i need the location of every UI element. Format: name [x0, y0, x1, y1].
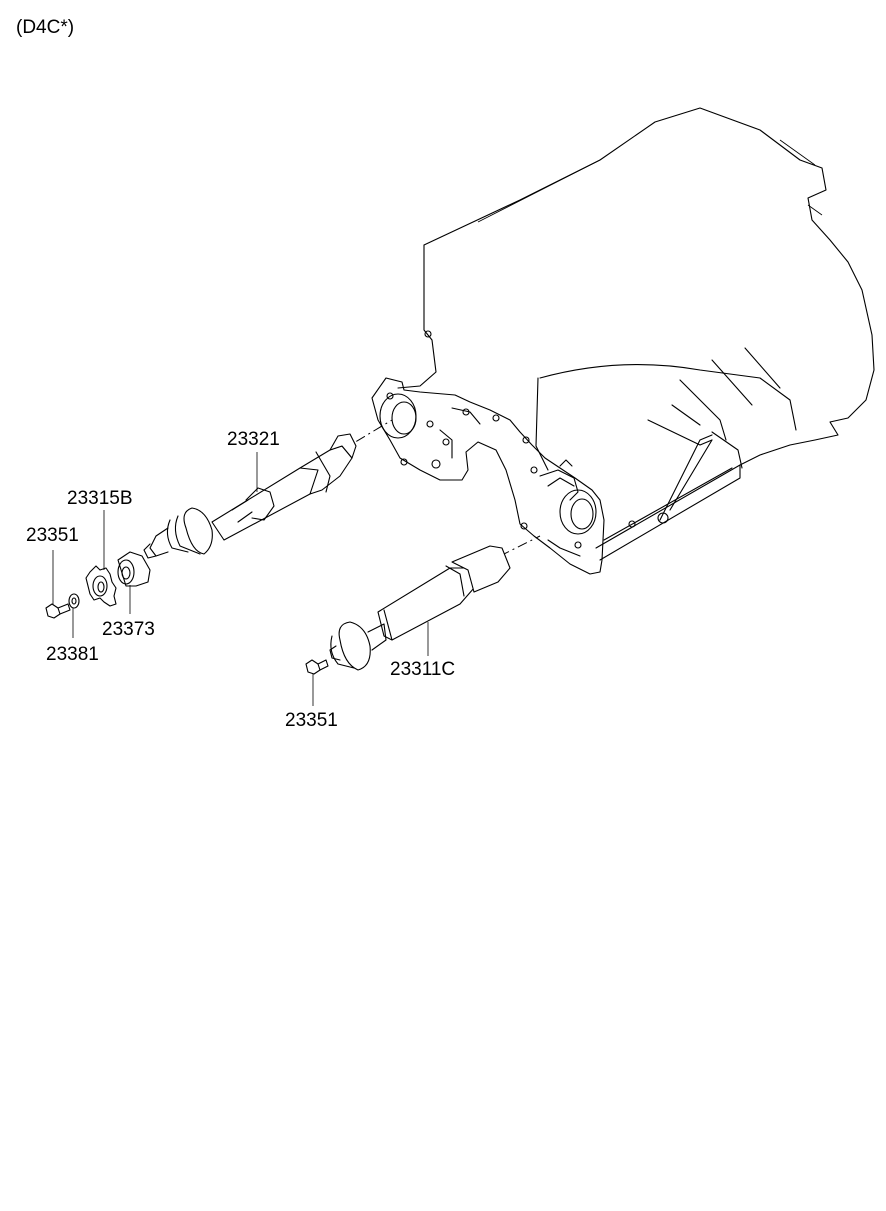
sprocket-23315b-drawing	[85, 565, 117, 607]
leader-lines	[52, 452, 429, 706]
callout-23373[interactable]: 23373	[102, 619, 155, 640]
callout-23381[interactable]: 23381	[46, 644, 99, 665]
balance-shaft-23321-drawing	[143, 419, 393, 559]
callout-23321[interactable]: 23321	[227, 429, 280, 450]
washer-23381-drawing	[68, 593, 80, 609]
engine-block	[397, 107, 875, 561]
bolt-23351-lower-drawing	[305, 659, 329, 675]
callout-23311c[interactable]: 23311C	[390, 659, 456, 680]
balance-shaft-housing	[371, 377, 605, 575]
model-code-label: (D4C*)	[16, 17, 75, 38]
bolt-23351-upper-drawing	[45, 603, 71, 619]
balance-shaft-23311c-drawing	[329, 535, 541, 671]
callout-23351-lower[interactable]: 23351	[285, 710, 338, 731]
bushing-23373-drawing	[117, 551, 151, 587]
callout-23351-upper[interactable]: 23351	[26, 525, 79, 546]
callout-23315b[interactable]: 23315B	[67, 488, 133, 509]
